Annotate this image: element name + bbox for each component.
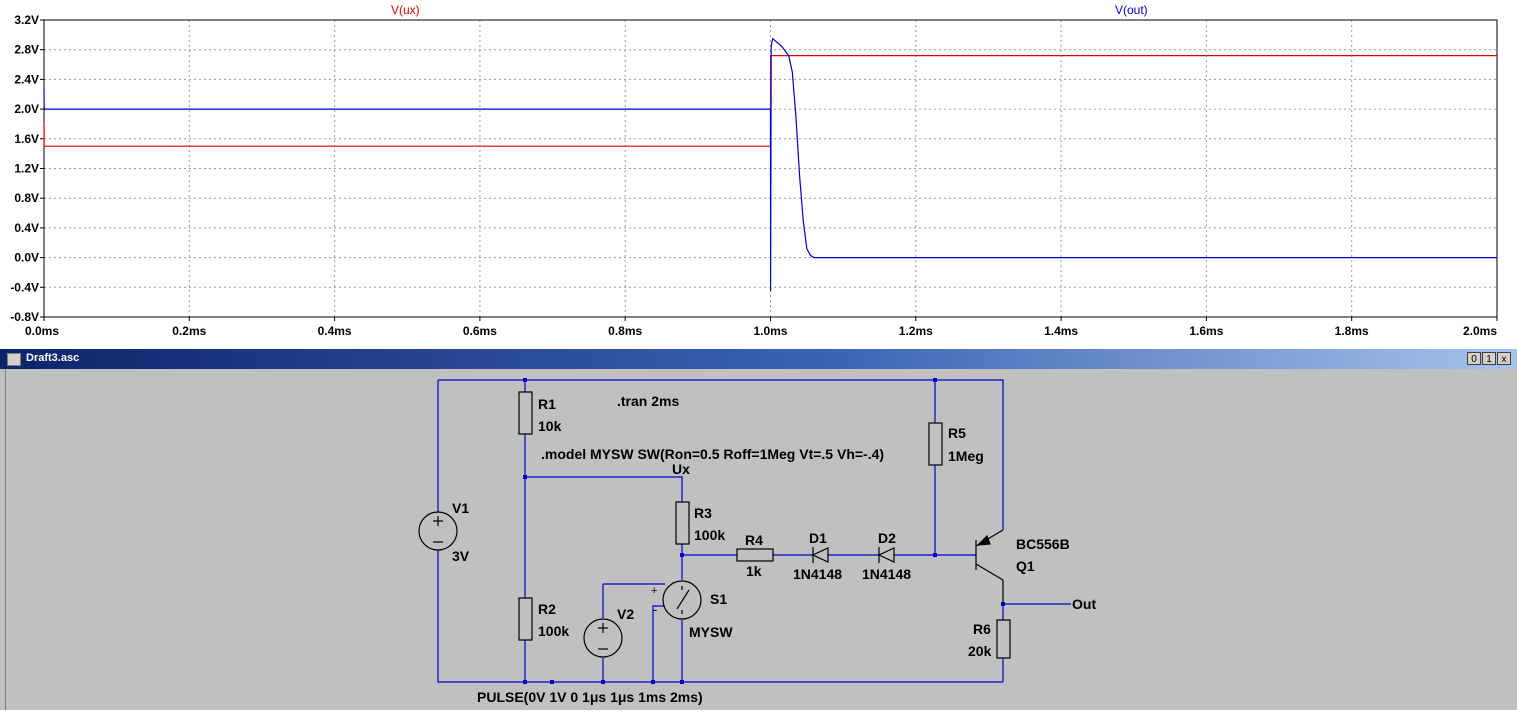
y-tick-label: -0.8V: [10, 310, 39, 324]
d2-body: [877, 547, 895, 563]
r2-name[interactable]: R2: [538, 601, 556, 617]
model-directive[interactable]: .model MYSW SW(Ron=0.5 Roff=1Meg Vt=.5 V…: [541, 446, 884, 462]
d1-value[interactable]: 1N4148: [793, 566, 842, 582]
s1-value[interactable]: MYSW: [689, 624, 733, 640]
s1-name[interactable]: S1: [710, 591, 727, 607]
r3-name[interactable]: R3: [694, 505, 712, 521]
y-tick-label: 3.2V: [14, 13, 39, 27]
v2-symbol: [583, 618, 623, 658]
y-tick-label: 2.0V: [14, 102, 39, 116]
d1-name[interactable]: D1: [809, 530, 827, 546]
r1-value[interactable]: 10k: [538, 418, 562, 434]
x-tick-label: 1.8ms: [1335, 324, 1369, 338]
r5-body: [928, 422, 943, 466]
trace-label-vux[interactable]: V(ux): [391, 3, 420, 17]
window-title: Draft3.asc: [26, 352, 80, 364]
y-tick-label: 0.8V: [14, 191, 39, 205]
q1-value[interactable]: BC556B: [1016, 536, 1070, 552]
r3-value[interactable]: 100k: [694, 527, 725, 543]
trace-label-vout[interactable]: V(out): [1115, 3, 1148, 17]
close-button[interactable]: x: [1497, 352, 1511, 365]
x-tick-label: 0.0ms: [25, 324, 59, 338]
junction-dots: [523, 378, 1005, 684]
v1-name[interactable]: V1: [452, 500, 469, 516]
y-tick-label: 1.2V: [14, 162, 39, 176]
diode-symbols: [811, 547, 895, 563]
q1-transistor-symbol: [975, 529, 1004, 604]
r5-value[interactable]: 1Meg: [948, 448, 984, 464]
r6-value[interactable]: 20k: [968, 643, 992, 659]
d2-name[interactable]: D2: [878, 530, 896, 546]
window-titlebar[interactable]: Draft3.asc 0 1 x: [0, 349, 1517, 369]
x-tick-label: 0.4ms: [318, 324, 352, 338]
v2-value[interactable]: PULSE(0V 1V 0 1μs 1μs 1ms 2ms): [477, 689, 703, 705]
x-tick-label: 0.2ms: [172, 324, 206, 338]
y-tick-label: 2.8V: [14, 43, 39, 57]
y-tick-label: 0.4V: [14, 221, 39, 235]
v1-value[interactable]: 3V: [452, 548, 470, 564]
x-tick-label: 1.6ms: [1189, 324, 1223, 338]
s1-switch-symbol: [662, 580, 702, 620]
x-tick-label: 0.8ms: [608, 324, 642, 338]
schematic-wires: [437, 379, 1071, 683]
y-tick-label: -0.4V: [10, 280, 39, 294]
resistor-symbols: [518, 391, 1011, 659]
x-tick-label: 1.0ms: [753, 324, 787, 338]
restore-button[interactable]: 1: [1482, 352, 1496, 365]
schematic-window: Draft3.asc 0 1 x: [0, 349, 1517, 710]
r3-body: [675, 501, 690, 545]
x-tick-label: 1.4ms: [1044, 324, 1078, 338]
r1-name[interactable]: R1: [538, 396, 556, 412]
x-tick-label: 1.2ms: [899, 324, 933, 338]
s1-minus-pin-label: -: [653, 602, 657, 617]
schematic-file-icon: [7, 353, 21, 366]
r5-name[interactable]: R5: [948, 425, 966, 441]
plot-traces: [43, 37, 1497, 292]
s1-plus-pin-label: +: [651, 585, 657, 597]
x-tick-label: 0.6ms: [463, 324, 497, 338]
waveform-plot[interactable]: 3.2V 2.8V 2.4V 2.0V 1.6V 1.2V 0.8V 0.4V 0.0V -0.4…: [0, 0, 1517, 347]
q1-name[interactable]: Q1: [1016, 558, 1035, 574]
d2-value[interactable]: 1N4148: [862, 566, 911, 582]
net-label-out[interactable]: Out: [1072, 596, 1096, 612]
d1-body: [811, 547, 829, 563]
r2-body: [518, 597, 533, 641]
r2-value[interactable]: 100k: [538, 623, 569, 639]
r4-body: [736, 548, 774, 562]
x-tick-label: 2.0ms: [1463, 324, 1497, 338]
trace-vout[interactable]: [43, 37, 1497, 292]
schematic-canvas[interactable]: + - .tran 2ms: [5, 369, 1517, 710]
v2-name[interactable]: V2: [617, 606, 634, 622]
y-tick-label: 1.6V: [14, 132, 39, 146]
net-label-ux[interactable]: Ux: [672, 461, 690, 477]
y-tick-label: 0.0V: [14, 251, 39, 265]
y-axis-ticks: 3.2V 2.8V 2.4V 2.0V 1.6V 1.2V 0.8V 0.4V 0.0V -0.4…: [10, 13, 44, 324]
v1-symbol: [418, 511, 458, 551]
r1-body: [518, 391, 533, 435]
tran-directive[interactable]: .tran 2ms: [617, 393, 679, 409]
schematic-drawing[interactable]: + - .tran 2ms: [6, 369, 1517, 710]
y-tick-label: 2.4V: [14, 72, 39, 86]
r4-value[interactable]: 1k: [746, 563, 762, 579]
waveform-plot-pane[interactable]: 3.2V 2.8V 2.4V 2.0V 1.6V 1.2V 0.8V 0.4V 0.0V -0.4…: [0, 0, 1517, 347]
r4-name[interactable]: R4: [745, 532, 763, 548]
r6-name[interactable]: R6: [973, 621, 991, 637]
minimize-button[interactable]: 0: [1467, 352, 1481, 365]
r6-body: [996, 619, 1011, 659]
x-axis-ticks: 0.0ms 0.2ms 0.4ms 0.6ms 0.8ms 1.0ms 1.2ms 1.4ms…: [25, 317, 1498, 338]
